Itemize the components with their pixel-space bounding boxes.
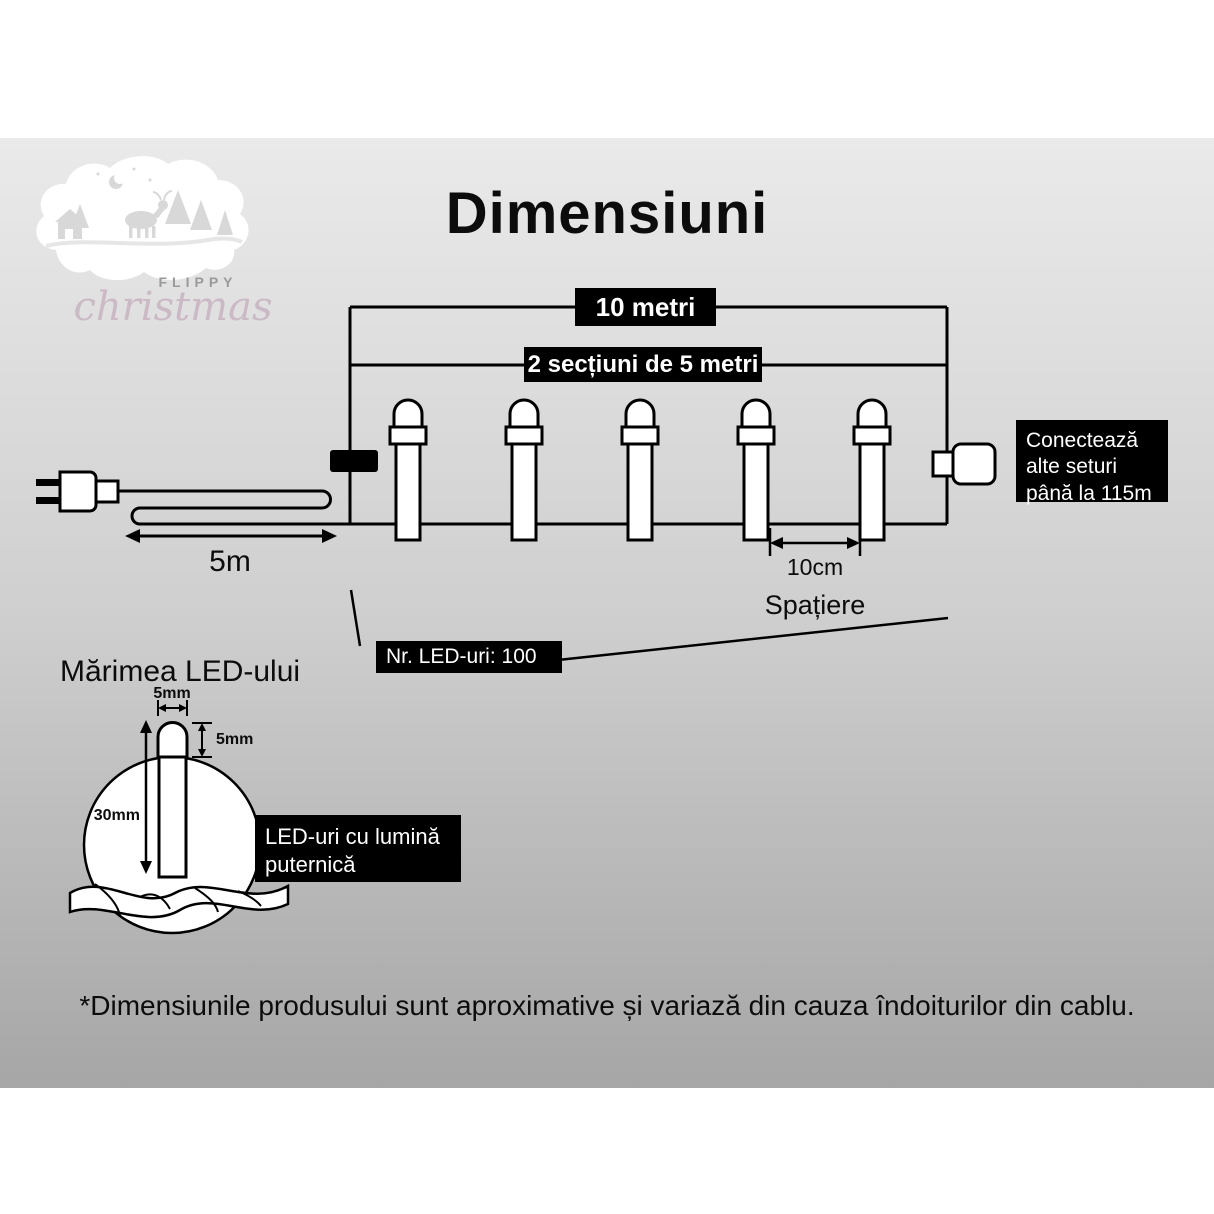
brand-logo: FLIPPY christmas [28,152,272,352]
spacing-caption: Spațiere [764,590,866,620]
callout-line-1: LED-uri cu lumină [265,824,440,849]
total-length-label: 10 metri [575,288,716,326]
sections-label: 2 secțiuni de 5 metri [524,347,762,382]
lead-length-value: 5m [209,545,251,578]
led-count-label: Nr. LED-uri: 100 [376,641,562,673]
connect-line-1: Conectează [1026,429,1139,452]
total-height-value: 30mm [93,807,140,824]
page-title: Dimensiuni [445,181,769,246]
brand-script-name: christmas [73,284,273,330]
callout-line-2: puternică [265,851,356,877]
disclaimer-footnote: *Dimensiunile produsului sunt aproximati… [79,990,1135,1021]
bulb-width-value: 5mm [153,685,191,702]
brand-name: FLIPPY [158,274,238,290]
led-size-section-title: Mărimea LED-ului [60,655,301,688]
connect-line-3: până la 115m [1026,481,1152,505]
bright-led-callout: LED-uri cu lumină puternică [255,815,461,882]
spacing-value: 10cm [786,554,844,580]
bulb-height-value: 5mm [216,731,254,748]
connect-more-sets-label: Conectează alte seturi până la 115m [1016,420,1168,505]
winter-scene-cloud-icon [36,156,249,281]
connect-line-2: alte seturi [1026,455,1118,479]
